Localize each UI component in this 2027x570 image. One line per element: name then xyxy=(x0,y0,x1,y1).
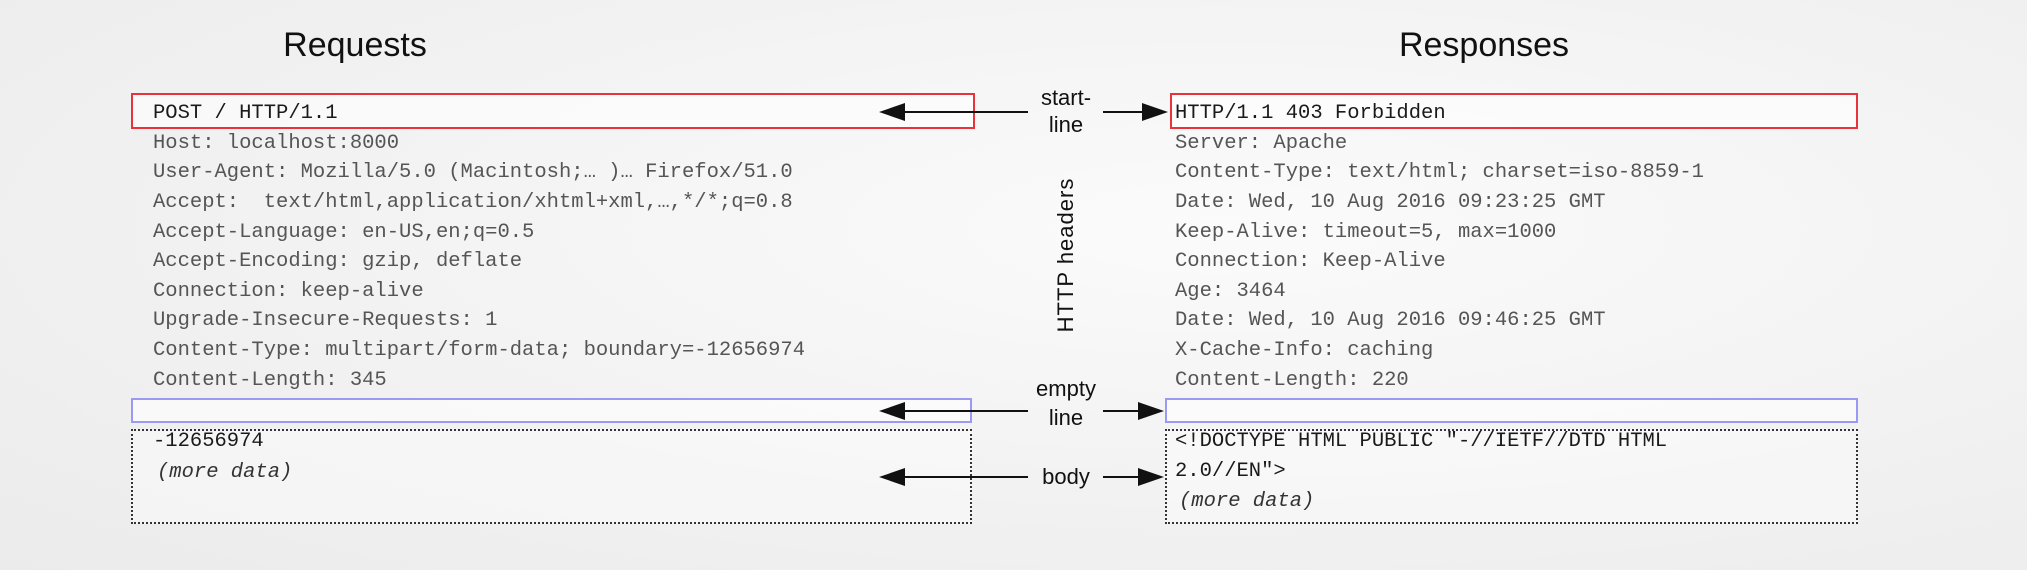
response-header: Server: Apache xyxy=(1175,132,1348,155)
request-header: Upgrade-Insecure-Requests: 1 xyxy=(153,309,498,332)
response-header: Age: 3464 xyxy=(1175,280,1286,303)
request-header: Host: localhost:8000 xyxy=(153,132,400,155)
response-header: Connection: Keep-Alive xyxy=(1175,250,1446,273)
request-header: Accept: text/html,application/xhtml+xml,… xyxy=(153,191,793,214)
response-header: Date: Wed, 10 Aug 2016 09:23:25 GMT xyxy=(1175,191,1606,214)
request-body-line: (more data) xyxy=(157,461,293,484)
response-header: X-Cache-Info: caching xyxy=(1175,339,1434,362)
start-line-label: start- xyxy=(1040,85,1092,110)
request-empty-line-box xyxy=(131,398,972,423)
empty-line-label: empty xyxy=(1036,376,1096,401)
body-right-arrow-icon xyxy=(1103,468,1164,486)
empty-line-right-arrow-icon xyxy=(1103,402,1164,420)
response-body-line: <!DOCTYPE HTML PUBLIC "-//IETF//DTD HTML xyxy=(1175,430,1668,453)
start-line-label: line xyxy=(1048,112,1084,137)
request-header: User-Agent: Mozilla/5.0 (Macintosh;… )… … xyxy=(153,161,793,184)
start-line-right-arrow-icon xyxy=(1103,103,1168,121)
empty-line-label: line xyxy=(1048,405,1084,430)
response-empty-line-box xyxy=(1165,398,1858,423)
response-body-box xyxy=(1165,429,1858,524)
request-body-box xyxy=(131,429,972,524)
request-start-line-box xyxy=(131,93,975,129)
request-body-line: -12656974 xyxy=(153,430,264,453)
response-header: Date: Wed, 10 Aug 2016 09:46:25 GMT xyxy=(1175,309,1606,332)
request-header: Accept-Language: en-US,en;q=0.5 xyxy=(153,221,535,244)
response-start-line: HTTP/1.1 403 Forbidden xyxy=(1175,102,1446,125)
start-line-left-arrow-icon xyxy=(879,103,1028,121)
body-left-arrow-icon xyxy=(879,468,1028,486)
response-body-line: (more data) xyxy=(1179,490,1315,513)
response-header: Content-Type: text/html; charset=iso-885… xyxy=(1175,161,1704,184)
requests-title: Requests xyxy=(283,26,427,64)
request-header: Content-Type: multipart/form-data; bound… xyxy=(153,339,806,362)
request-header: Connection: keep-alive xyxy=(153,280,424,303)
response-header: Keep-Alive: timeout=5, max=1000 xyxy=(1175,221,1557,244)
request-header: Content-Length: 345 xyxy=(153,369,387,392)
response-header: Content-Length: 220 xyxy=(1175,369,1409,392)
response-start-line-box xyxy=(1170,93,1858,129)
request-header: Accept-Encoding: gzip, deflate xyxy=(153,250,523,273)
body-label: body xyxy=(1042,464,1090,489)
responses-title: Responses xyxy=(1398,26,1570,64)
empty-line-left-arrow-icon xyxy=(879,402,1028,420)
request-start-line: POST / HTTP/1.1 xyxy=(153,102,338,125)
response-body-line: 2.0//EN"> xyxy=(1175,460,1286,483)
